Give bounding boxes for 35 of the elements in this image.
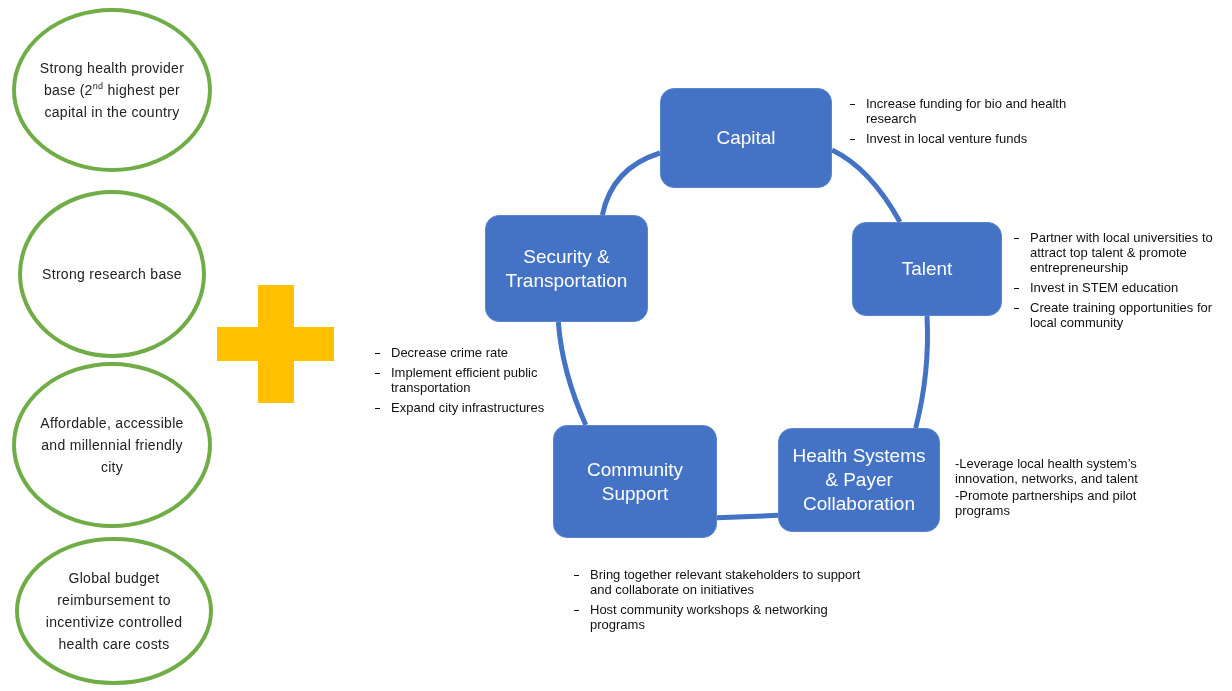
node-label: Talent — [900, 257, 954, 281]
connector-line — [830, 147, 903, 224]
node-label: Capital — [715, 126, 777, 150]
bullet-text: Invest in local venture funds — [848, 131, 1078, 146]
bullet-text: -Promote partnerships and pilot programs — [955, 488, 1138, 518]
ellipse-node — [12, 362, 212, 528]
node-label: Security & Transportation — [504, 244, 629, 293]
node-label: Community Support — [585, 457, 685, 506]
process-box — [852, 222, 1002, 316]
bullet-text: Increase funding for bio and health research — [848, 96, 1078, 126]
bullet-text: Expand city infrastructures — [373, 400, 563, 415]
process-box — [553, 425, 717, 538]
process-box — [485, 215, 648, 322]
connector-line — [913, 315, 930, 429]
bullet-text: Host community workshops & networking programs — [572, 602, 862, 632]
connector-line — [555, 321, 589, 426]
bullet-text: Decrease crime rate — [373, 345, 563, 360]
process-box — [660, 88, 832, 188]
bullet-text: Partner with local universities to attract top talent & promote entrepreneurship — [1012, 230, 1230, 275]
process-box — [778, 428, 940, 532]
bullet-text: Implement efficient public transportation — [373, 365, 563, 395]
ellipse-node — [18, 190, 206, 358]
node-label: Affordable, accessible and millennial friendly city — [39, 414, 185, 477]
bullet-text: Create training opportunities for local community — [1012, 300, 1230, 330]
bullet-text: Bring together relevant stakeholders to support and collaborate on initiatives — [572, 567, 862, 597]
node-label: Strong health provider base (2$^{nd}$ highest per capital in the country — [38, 59, 186, 122]
bullet-text: Invest in STEM education — [1012, 280, 1230, 295]
connector-line — [716, 512, 779, 521]
connector-line — [599, 150, 661, 216]
node-label: Global budget reimbursement to incentivize controlled health care costs — [44, 569, 184, 654]
node-label: Strong research base — [41, 265, 183, 284]
ellipse-node — [15, 537, 213, 685]
node-label: Health Systems & Payer Collaboration — [791, 444, 927, 516]
bullet-text: -Leverage local health system’s innovation, networks, and talent — [955, 456, 1139, 486]
ellipse-node — [12, 8, 212, 172]
